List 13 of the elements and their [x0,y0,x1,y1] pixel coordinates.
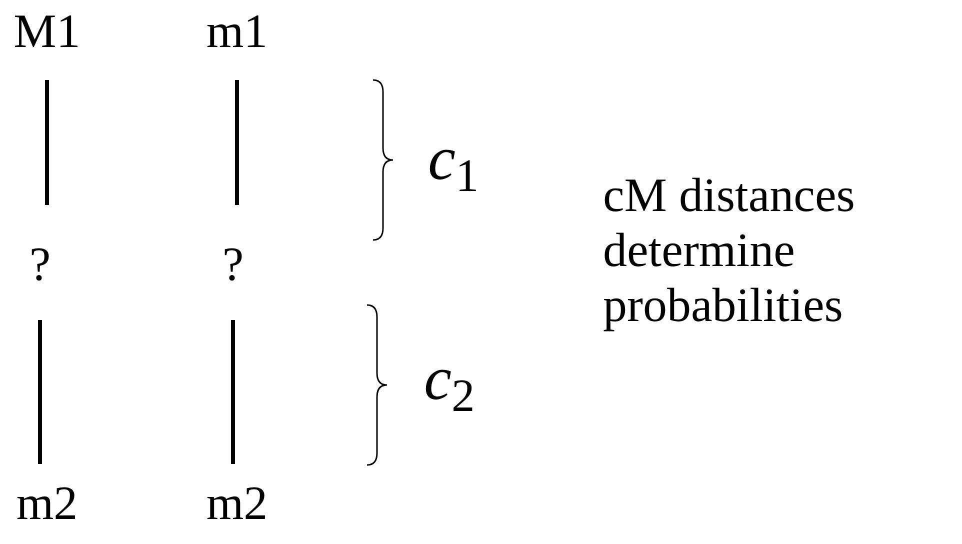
distance-label: c$_{1}$ [428,128,479,190]
note-text: cM distances determine probabilities [603,168,856,333]
distance-label: c$_{2}$ [424,348,475,410]
node-label: ? [222,241,244,289]
connector-line [45,80,49,205]
connector-line [38,320,42,464]
connector-line [235,80,239,205]
node-label: m2 [206,480,268,528]
connector-line [231,320,235,464]
node-label: M1 [14,8,80,56]
node-label: ? [29,241,51,289]
node-label: m1 [206,8,268,56]
node-label: m2 [16,480,78,528]
